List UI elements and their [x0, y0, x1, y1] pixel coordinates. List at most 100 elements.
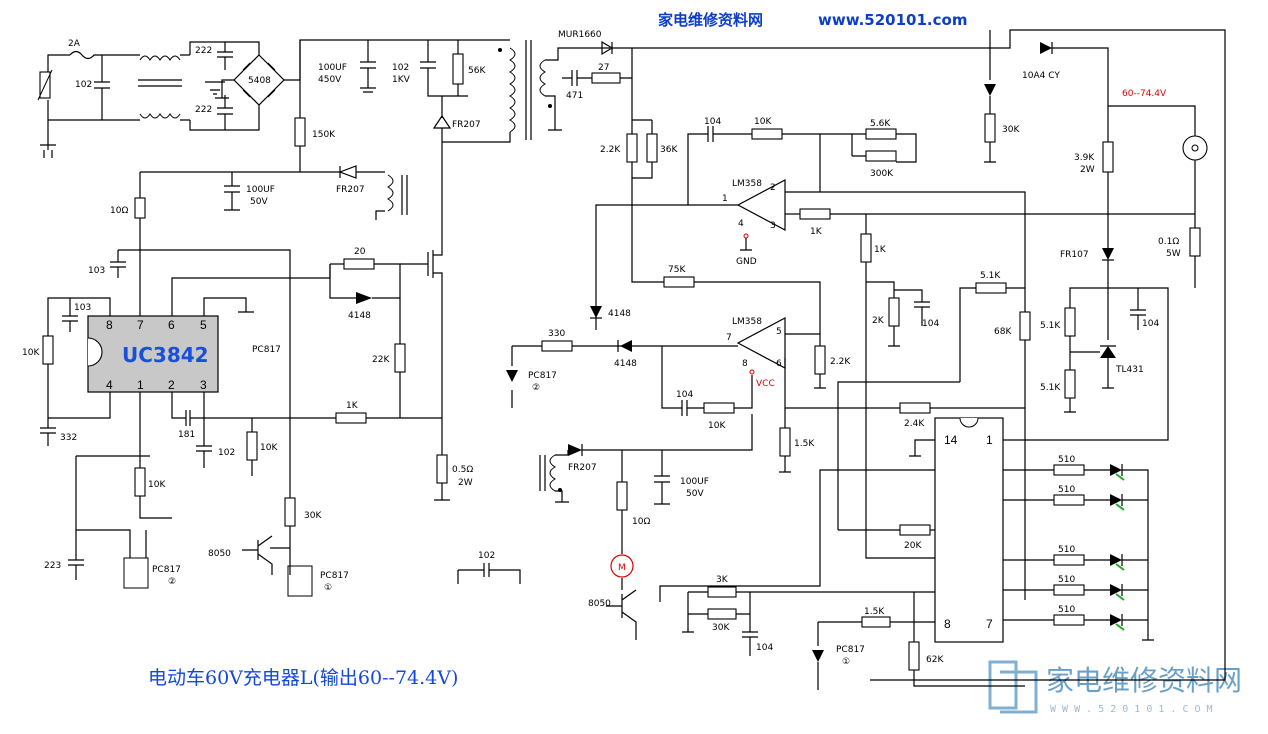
- svg-text:20K: 20K: [904, 541, 922, 551]
- svg-text:3.9K: 3.9K: [1074, 153, 1095, 163]
- svg-text:2.4K: 2.4K: [904, 419, 925, 429]
- svg-text:510: 510: [1058, 605, 1075, 615]
- svg-text:W W W . 5 2 0 1 0 1 . C O M: W W W . 5 2 0 1 0 1 . C O M: [1050, 704, 1213, 715]
- svg-text:5408: 5408: [248, 76, 271, 86]
- svg-text:FR207: FR207: [568, 463, 597, 473]
- aux-winding: 10Ω FR207 100UF 50V: [110, 165, 408, 318]
- svg-text:330: 330: [548, 329, 565, 339]
- svg-text:20: 20: [354, 247, 366, 257]
- svg-text:5: 5: [776, 327, 782, 337]
- svg-text:102: 102: [478, 551, 495, 561]
- mosfet-drive: 20 4148 22K 0.5Ω 2W: [329, 247, 473, 501]
- site-logo: 家电维修资料网 W W W . 5 2 0 1 0 1 . C O M: [988, 660, 1242, 715]
- svg-text:104: 104: [1142, 319, 1159, 329]
- svg-text:181: 181: [178, 430, 195, 440]
- lm358-b: [736, 317, 786, 369]
- svg-text:510: 510: [1058, 485, 1075, 495]
- svg-text:30K: 30K: [304, 511, 322, 521]
- output-stage: 10A4 CY 60--74.4V 0.1Ω 5W 3.9K 2W FR107 …: [659, 30, 1208, 643]
- svg-text:1K: 1K: [874, 245, 887, 255]
- svg-text:10Ω: 10Ω: [632, 517, 650, 527]
- svg-text:PC817: PC817: [320, 571, 349, 581]
- svg-text:②: ②: [168, 577, 176, 587]
- svg-text:3: 3: [770, 221, 776, 231]
- svg-text:10K: 10K: [22, 348, 40, 358]
- svg-text:102: 102: [218, 448, 235, 458]
- svg-text:103: 103: [74, 303, 91, 313]
- svg-text:3: 3: [200, 378, 207, 392]
- svg-text:FR207: FR207: [452, 120, 481, 130]
- svg-text:5.6K: 5.6K: [870, 119, 891, 129]
- svg-text:2W: 2W: [1080, 165, 1095, 175]
- svg-text:60--74.4V: 60--74.4V: [1122, 89, 1167, 99]
- svg-text:1.5K: 1.5K: [864, 607, 885, 617]
- svg-text:10A4 CY: 10A4 CY: [1022, 71, 1060, 81]
- svg-text:①: ①: [324, 583, 332, 593]
- svg-text:FR107: FR107: [1060, 250, 1089, 260]
- svg-text:62K: 62K: [926, 655, 944, 665]
- svg-text:450V: 450V: [318, 75, 342, 85]
- svg-text:471: 471: [566, 91, 583, 101]
- svg-text:104: 104: [676, 390, 693, 400]
- svg-text:75K: 75K: [668, 265, 686, 275]
- svg-text:8: 8: [106, 318, 113, 332]
- svg-text:1: 1: [986, 433, 993, 447]
- svg-text:8050: 8050: [588, 599, 611, 609]
- bottom-left-optos: 223 PC817 ② 8050 PC817 ① 102: [44, 455, 521, 597]
- svg-text:50V: 50V: [250, 197, 268, 207]
- svg-text:0.5Ω: 0.5Ω: [452, 465, 473, 475]
- svg-text:332: 332: [60, 433, 77, 443]
- svg-text:4: 4: [738, 219, 744, 229]
- svg-text:5W: 5W: [1166, 249, 1181, 259]
- svg-text:104: 104: [922, 319, 939, 329]
- svg-text:10K: 10K: [754, 117, 772, 127]
- svg-text:M: M: [618, 563, 626, 573]
- svg-text:2W: 2W: [458, 478, 473, 488]
- svg-text:510: 510: [1058, 545, 1075, 555]
- footer-title: 电动车60V充电器L(输出60--74.4V): [148, 667, 458, 689]
- driver-ic: [934, 417, 1004, 643]
- svg-text:7: 7: [986, 617, 993, 631]
- svg-text:4148: 4148: [608, 309, 631, 319]
- svg-text:7: 7: [137, 318, 144, 332]
- uc3842-label: UC3842: [122, 343, 209, 367]
- svg-text:7: 7: [726, 333, 732, 343]
- svg-text:103: 103: [88, 266, 105, 276]
- svg-text:①: ①: [842, 657, 850, 667]
- svg-text:27: 27: [598, 63, 609, 73]
- svg-text:2: 2: [770, 183, 776, 193]
- svg-text:10K: 10K: [260, 443, 278, 453]
- svg-text:510: 510: [1058, 575, 1075, 585]
- svg-text:222: 222: [195, 46, 212, 56]
- svg-text:68K: 68K: [994, 327, 1012, 337]
- svg-text:104: 104: [704, 117, 721, 127]
- svg-text:PC817: PC817: [528, 371, 557, 381]
- lm358-a: [736, 179, 786, 231]
- svg-text:100UF: 100UF: [246, 185, 275, 195]
- svg-text:3K: 3K: [716, 575, 729, 585]
- svg-text:150K: 150K: [312, 130, 336, 140]
- svg-text:2.2K: 2.2K: [600, 145, 621, 155]
- svg-text:102: 102: [392, 63, 409, 73]
- bottom-center: FR207 10Ω M 8050 100UF 50V 3K 30K 104 1.…: [539, 414, 1025, 690]
- svg-text:1KV: 1KV: [392, 75, 411, 85]
- svg-text:6: 6: [776, 359, 782, 369]
- header-url: www.520101.com: [818, 11, 967, 29]
- svg-text:LM358: LM358: [732, 317, 762, 327]
- svg-text:36K: 36K: [660, 145, 678, 155]
- svg-text:2.2K: 2.2K: [830, 357, 851, 367]
- svg-text:104: 104: [756, 643, 773, 653]
- svg-text:30K: 30K: [1002, 125, 1020, 135]
- svg-text:VCC: VCC: [756, 379, 775, 389]
- svg-text:PC817: PC817: [836, 645, 865, 655]
- svg-text:5: 5: [200, 318, 207, 332]
- svg-text:4148: 4148: [614, 359, 637, 369]
- svg-text:10K: 10K: [708, 421, 726, 431]
- svg-text:0.1Ω: 0.1Ω: [1158, 237, 1179, 247]
- svg-text:300K: 300K: [870, 169, 894, 179]
- svg-text:6: 6: [168, 318, 175, 332]
- svg-text:4148: 4148: [348, 311, 371, 321]
- mains-input: 2A 102 222 222 5408 100UF 450V 102 1KV: [37, 29, 1226, 681]
- svg-text:8: 8: [742, 359, 748, 369]
